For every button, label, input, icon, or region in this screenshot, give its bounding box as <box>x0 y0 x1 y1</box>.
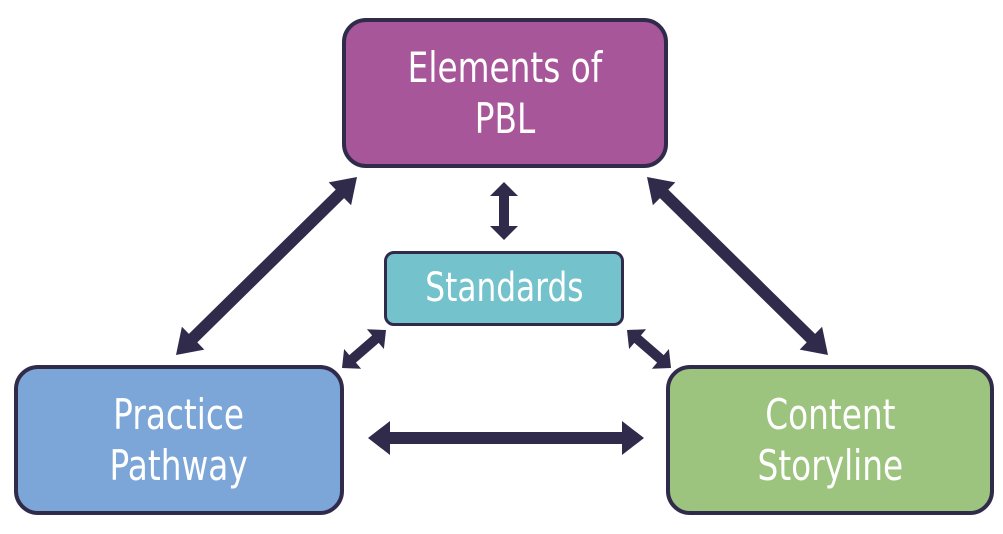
practice-pathway-label: Practice Pathway <box>109 389 249 490</box>
standards-box: Standards <box>384 251 624 326</box>
elements-of-pbl-box: Elements of PBL <box>342 18 668 168</box>
arrow-pbl-practice <box>176 177 357 355</box>
arrow-practice-content <box>368 421 644 455</box>
standards-label: Standards <box>424 265 584 312</box>
arrow-pbl-standards <box>490 182 518 240</box>
practice-pathway-box: Practice Pathway <box>14 365 344 515</box>
content-storyline-label: Content Storyline <box>757 389 903 490</box>
content-storyline-box: Content Storyline <box>666 365 994 515</box>
arrow-standards-practice <box>342 329 386 369</box>
elements-of-pbl-label: Elements of PBL <box>407 42 603 143</box>
arrow-pbl-content <box>647 177 828 355</box>
arrow-standards-content <box>627 329 671 369</box>
